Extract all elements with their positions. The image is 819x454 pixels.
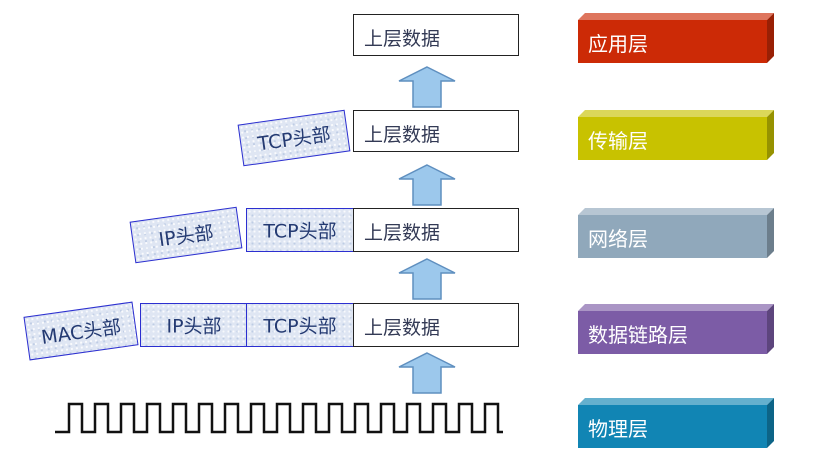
upper-data-box-datalink: 上层数据	[353, 303, 519, 347]
layer-bar-shape	[578, 208, 774, 258]
square-wave-signal-icon	[55, 402, 503, 434]
ip-header-label: IP头部	[157, 221, 216, 252]
tcp-header-box-transport: TCP头部	[237, 109, 351, 167]
upper-data-box-application: 上层数据	[353, 14, 519, 56]
layer-bar-physical: 物理层	[578, 398, 774, 448]
up-arrow-icon	[398, 66, 456, 108]
upper-data-label: 上层数据	[364, 28, 441, 50]
layer-label: 数据链路层	[588, 323, 688, 347]
ip-header-box-network: IP头部	[129, 206, 243, 264]
layer-bar-application: 应用层	[578, 13, 774, 63]
layer-bar-shape	[578, 304, 774, 354]
layer-label: 网络层	[588, 227, 648, 251]
layer-bar-shape	[578, 398, 774, 448]
upper-data-label: 上层数据	[364, 222, 441, 244]
layer-bar-shape	[578, 13, 774, 63]
layer-bar-shape	[578, 110, 774, 160]
tcp-header-box-datalink: TCP头部	[246, 303, 354, 347]
upper-data-label: 上层数据	[364, 124, 441, 146]
ip-header-box-datalink: IP头部	[140, 303, 248, 347]
mac-header-label: MAC头部	[39, 316, 123, 349]
tcp-header-label: TCP头部	[256, 123, 332, 156]
up-arrow-icon	[398, 352, 456, 394]
up-arrow-icon	[398, 164, 456, 206]
tcp-header-label: TCP头部	[263, 220, 337, 243]
layer-bar-datalink: 数据链路层	[578, 304, 774, 354]
layer-label: 物理层	[588, 417, 648, 441]
up-arrow-icon	[398, 258, 456, 300]
layer-bar-network: 网络层	[578, 208, 774, 258]
upper-data-label: 上层数据	[364, 317, 441, 339]
layer-bar-transport: 传输层	[578, 110, 774, 160]
tcp-header-label: TCP头部	[263, 315, 337, 338]
tcp-header-box-network: TCP头部	[246, 208, 354, 252]
upper-data-box-network: 上层数据	[353, 208, 519, 252]
mac-header-box-datalink: MAC头部	[23, 301, 139, 361]
layer-label: 应用层	[588, 32, 648, 56]
ip-header-label: IP头部	[166, 315, 222, 338]
upper-data-box-transport: 上层数据	[353, 110, 519, 152]
layer-label: 传输层	[588, 129, 648, 153]
